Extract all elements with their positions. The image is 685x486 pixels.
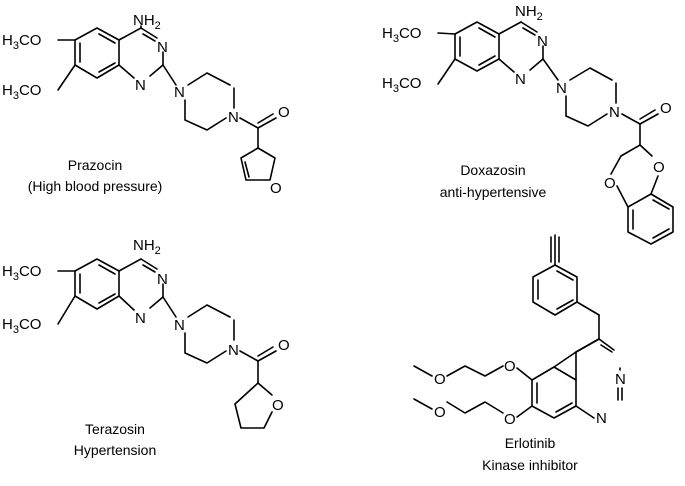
terazosin-nh2-label: NH2 bbox=[133, 237, 161, 257]
erlotinib-o3-label: O bbox=[504, 411, 516, 428]
erlotinib-o2-label: O bbox=[434, 371, 446, 388]
terazosin-carbonyl-o-label: O bbox=[278, 337, 290, 354]
erlotinib-structure: N N O O O O Erlotinib Kinase inhibitor bbox=[413, 234, 626, 473]
erlotinib-n2-label: N bbox=[596, 410, 607, 427]
prazocin-n1-label: N bbox=[157, 39, 168, 56]
terazosin-name: Terazosin bbox=[85, 421, 145, 437]
prazocin-n3-label: N bbox=[174, 84, 185, 101]
terazosin-structure: NH2 H3CO H3CO N N N N O O Terazosin Hype… bbox=[2, 237, 290, 458]
erlotinib-description: Kinase inhibitor bbox=[482, 457, 578, 473]
terazosin-n4-label: N bbox=[228, 342, 239, 359]
doxazosin-name: Doxazosin bbox=[460, 162, 525, 178]
prazocin-description: (High blood pressure) bbox=[28, 178, 163, 194]
doxazosin-description: anti-hypertensive bbox=[440, 184, 547, 200]
doxazosin-n1-label: N bbox=[537, 33, 548, 50]
doxazosin-n3-label: N bbox=[556, 80, 567, 97]
doxazosin-carbonyl-o-label: O bbox=[660, 100, 672, 117]
prazocin-structure: NH2 H3CO H3CO N N N N O bbox=[2, 12, 290, 197]
terazosin-methoxy-2-label: H3CO bbox=[2, 316, 41, 336]
prazocin-n4-label: N bbox=[228, 109, 239, 126]
doxazosin-n2-label: N bbox=[515, 71, 526, 88]
erlotinib-n1-label: N bbox=[615, 371, 626, 388]
erlotinib-name: Erlotinib bbox=[505, 435, 556, 451]
erlotinib-o4-label: O bbox=[434, 404, 446, 421]
terazosin-n3-label: N bbox=[174, 317, 185, 334]
erlotinib-o1-label: O bbox=[504, 358, 516, 375]
terazosin-methoxy-1-label: H3CO bbox=[2, 263, 41, 283]
doxazosin-methoxy-2-label: H3CO bbox=[382, 75, 421, 95]
terazosin-description: Hypertension bbox=[74, 442, 157, 458]
doxazosin-dioxane-o2-label: O bbox=[653, 159, 665, 176]
terazosin-thf-o-label: O bbox=[272, 397, 284, 414]
doxazosin-dioxane-o1-label: O bbox=[604, 175, 616, 192]
prazocin-furan-o-label: O bbox=[270, 180, 282, 197]
prazocin-n2-label: N bbox=[135, 77, 146, 94]
doxazosin-n4-label: N bbox=[609, 104, 620, 121]
prazocin-methoxy-2-label: H3CO bbox=[2, 82, 41, 102]
prazocin-nh2-label: NH2 bbox=[133, 12, 161, 32]
doxazosin-structure: NH2 H3CO H3CO N N N N O O O bbox=[382, 3, 674, 245]
prazocin-methoxy-1-label: H3CO bbox=[2, 32, 41, 52]
doxazosin-nh2-label: NH2 bbox=[515, 3, 543, 23]
doxazosin-methoxy-1-label: H3CO bbox=[382, 25, 421, 45]
prazocin-carbonyl-o-label: O bbox=[278, 104, 290, 121]
terazosin-n2-label: N bbox=[135, 310, 146, 327]
terazosin-n1-label: N bbox=[157, 271, 168, 288]
prazocin-name: Prazocin bbox=[68, 157, 122, 173]
